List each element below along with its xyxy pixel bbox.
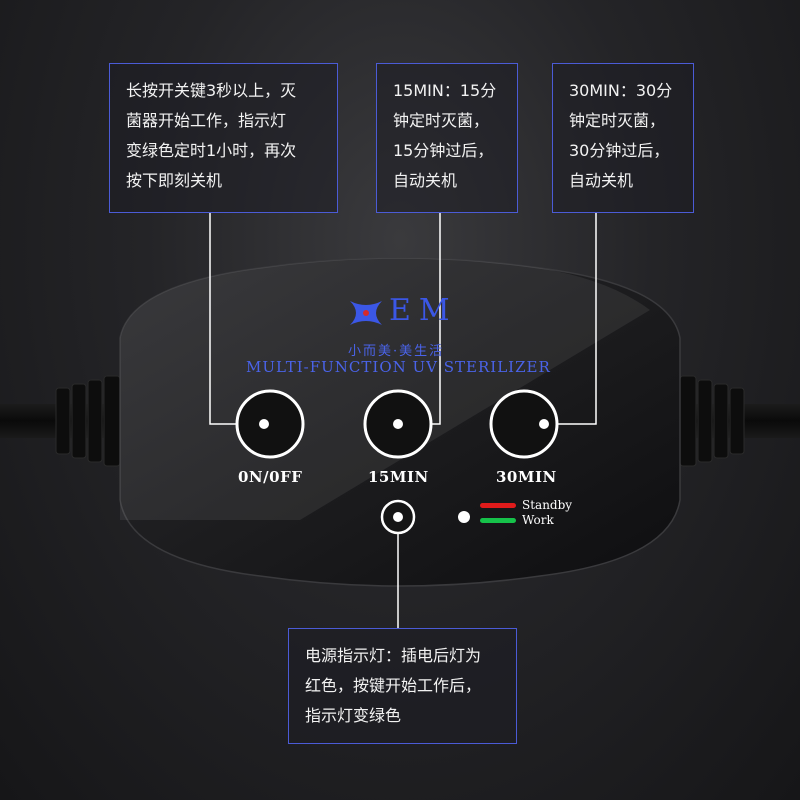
callout-dot [393,419,403,429]
timer-30-button-ring [489,389,559,459]
strain-relief-left [55,375,121,467]
on-off-button-ring [235,389,305,459]
power-button-callout: 长按开关键3秒以上，灭 菌器开始工作，指示灯 变绿色定时1小时，再次 按下即刻关… [109,63,338,213]
work-bar [480,518,516,523]
work-label: Work [522,513,554,527]
legend-dot [458,511,470,523]
device-gloss [120,258,650,520]
callout-dot [259,419,269,429]
timer-15-callout: 15MIN：15分 钟定时灭菌， 15分钟过后， 自动关机 [376,63,518,213]
indicator-dot [393,512,403,522]
strain-relief-right [679,375,745,467]
brand-tagline: 小而美·美生活 [348,344,445,359]
brand-name: EM [389,293,458,328]
standby-label: Standby [522,498,573,512]
callout-dot [539,419,549,429]
timer-30-label: 30MIN [496,468,557,486]
timer-30-callout: 30MIN：30分 钟定时灭菌， 30分钟过后， 自动关机 [552,63,694,213]
product-subtitle: MULTI-FUNCTION UV STERILIZER [246,358,551,376]
standby-bar [480,503,516,508]
timer-15-label: 15MIN [368,468,429,486]
indicator-callout: 电源指示灯：插电后灯为 红色，按键开始工作后， 指示灯变绿色 [288,628,517,744]
brand-logo-icon [350,301,382,325]
on-off-label: 0N/0FF [238,468,303,486]
